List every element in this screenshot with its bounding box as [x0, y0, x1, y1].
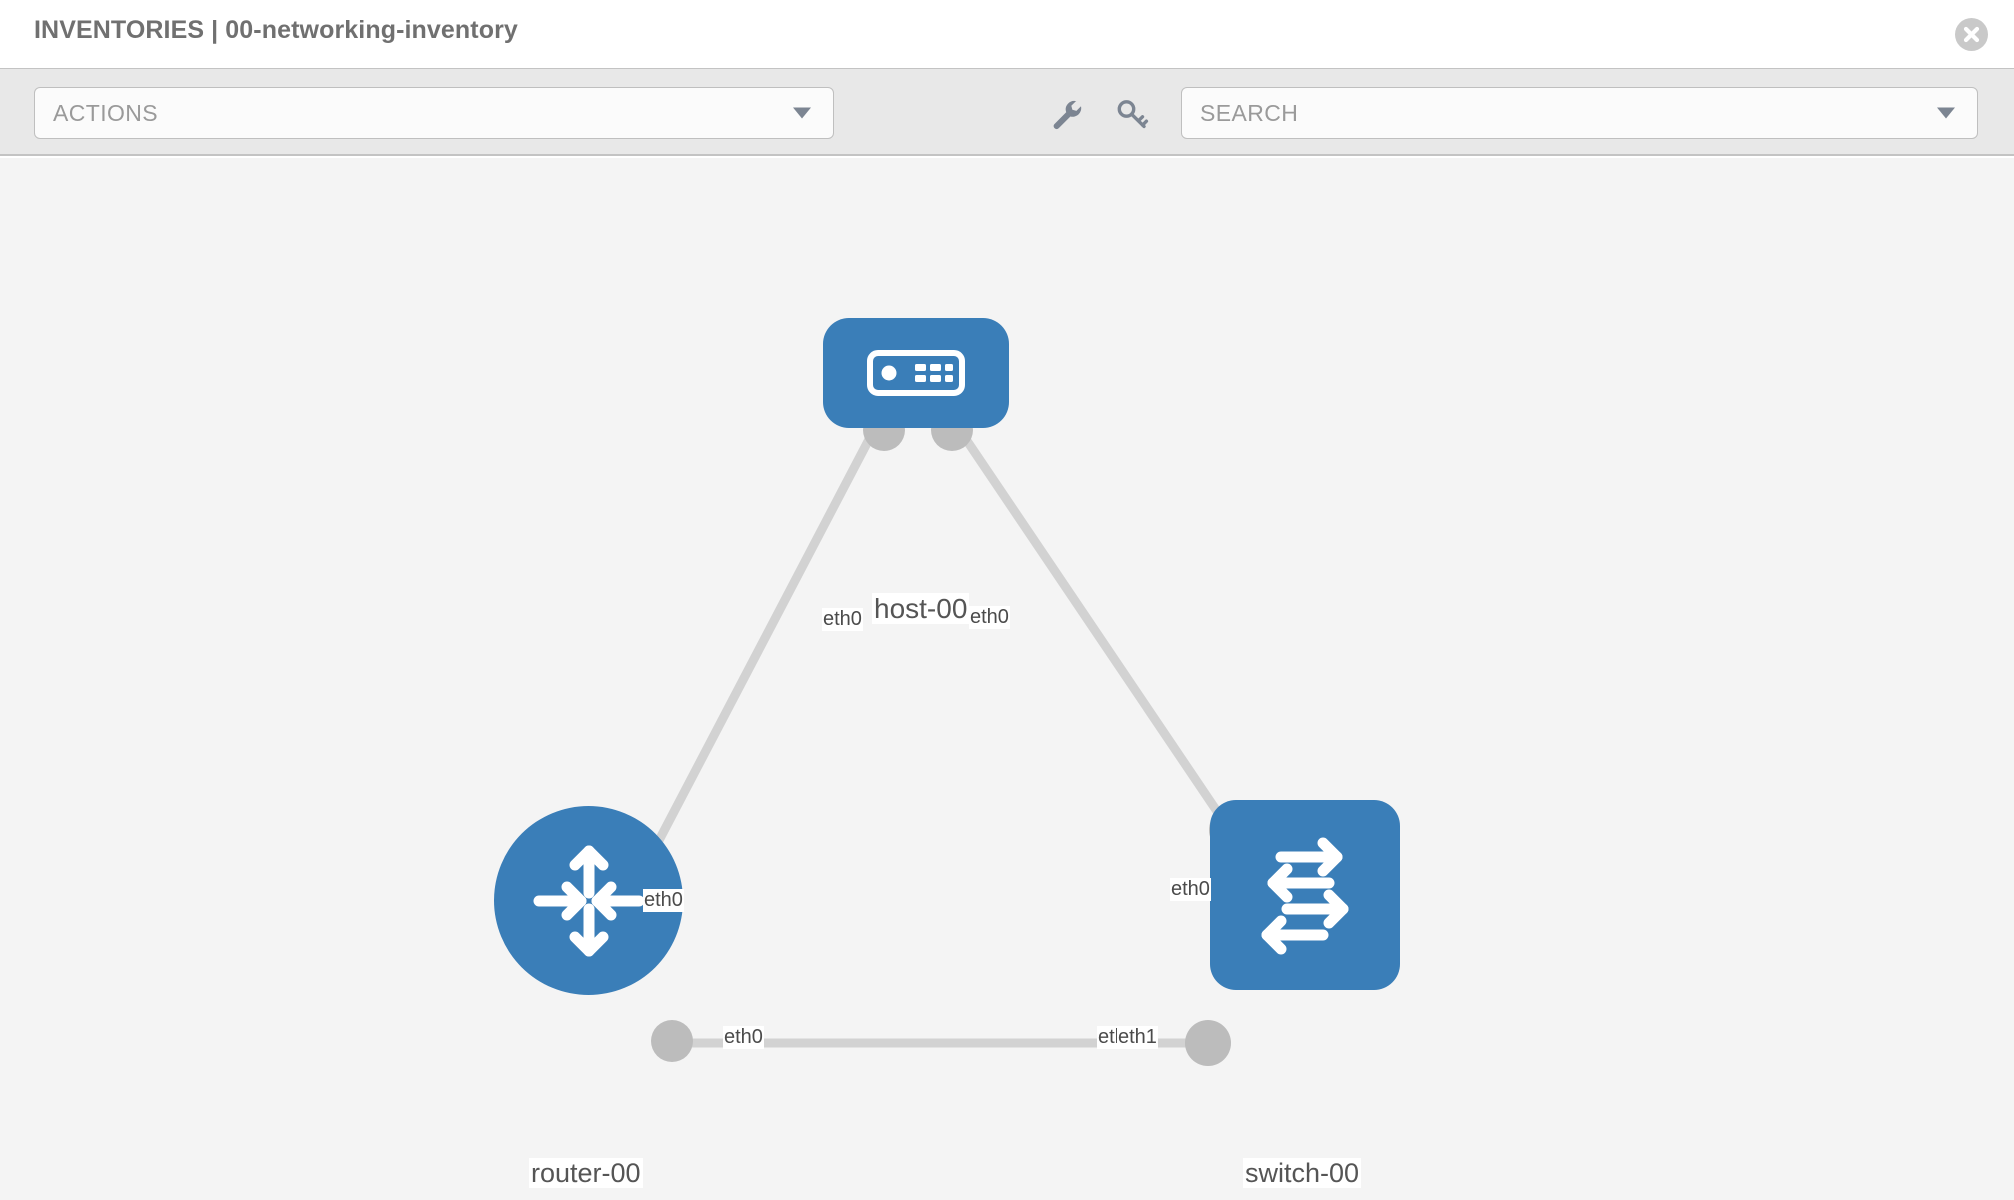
interface-label-router-side: eth0	[723, 1026, 764, 1049]
topology-node-label-host-00: host-00	[872, 593, 970, 625]
server-icon	[867, 350, 965, 396]
chevron-down-icon[interactable]	[1937, 107, 1955, 119]
router-arrows-icon	[533, 845, 644, 956]
actions-dropdown-label: ACTIONS	[53, 99, 159, 126]
topology-links	[651, 409, 1255, 1066]
interface-label-switch-uplink: eth0	[1170, 878, 1211, 901]
topology-node-switch-00[interactable]	[1210, 800, 1400, 990]
page-title: INVENTORIES | 00-networking-inventory	[34, 16, 518, 44]
topology-canvas[interactable]: eth0 eth0 eth0 eth0 eth0 eth0 eth1 host-…	[0, 158, 2014, 1200]
topology-node-label-switch-00: switch-00	[1243, 1158, 1362, 1189]
wrench-icon[interactable]	[1047, 95, 1085, 133]
actions-dropdown[interactable]: ACTIONS	[34, 87, 834, 139]
page-header: INVENTORIES | 00-networking-inventory	[0, 0, 2014, 68]
close-icon[interactable]	[1955, 18, 1988, 51]
toolbar: ACTIONS SEARCH	[0, 68, 2014, 156]
topology-node-label-router-00: router-00	[529, 1158, 643, 1189]
interface-label-host-right: eth0	[969, 606, 1010, 629]
search-input-placeholder: SEARCH	[1200, 99, 1299, 126]
interface-label-host-left: eth0	[822, 608, 863, 631]
interface-label-router-uplink: eth0	[643, 889, 684, 912]
interface-label-switch-side: eth1	[1117, 1026, 1158, 1049]
chevron-down-icon	[793, 107, 811, 119]
switch-arrows-icon	[1261, 837, 1349, 955]
topology-node-host-00[interactable]	[823, 318, 1009, 428]
key-icon[interactable]	[1113, 95, 1151, 133]
search-input[interactable]: SEARCH	[1181, 87, 1978, 139]
